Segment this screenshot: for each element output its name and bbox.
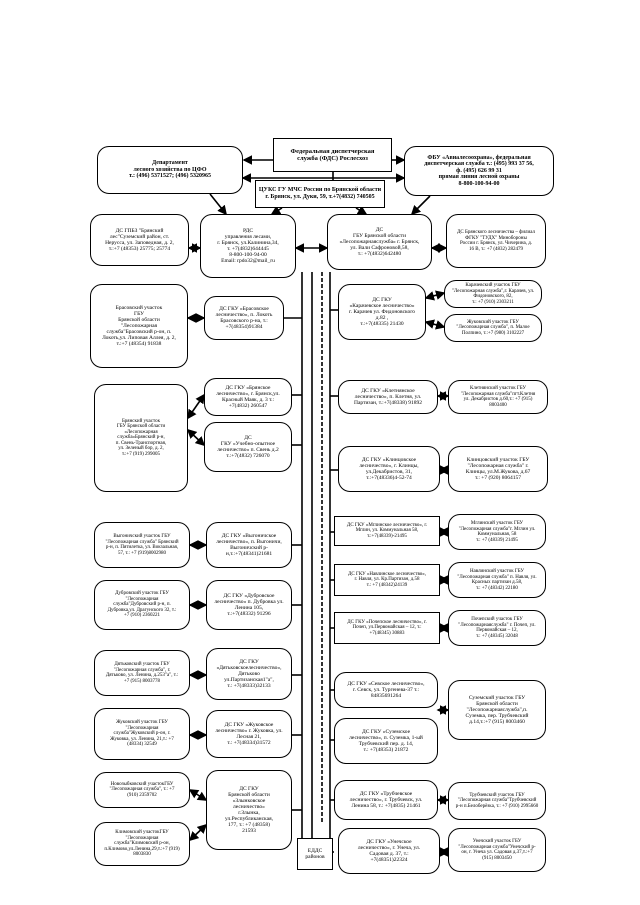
box-ds-suzemskoe: ДС ГКУ «Суземское лесничество», п. Сузем…: [334, 718, 438, 764]
box-ds-gbu-lpp: ДС ГБУ Брянской области «Лесопожарнаяслу…: [327, 214, 432, 270]
box-u-mglinsky: Мглинский участок ГБУ "Лесопожарная служ…: [448, 514, 546, 550]
box-ds-bryanskoe: ДС ГКУ «Брянское лесничество», г. Брянск…: [204, 378, 292, 416]
link-fbu-gbu: [410, 195, 431, 216]
box-ds-pochepskoe: ДС ГКУ «Почепское лесничество», г. Почеп…: [334, 612, 440, 644]
box-ds-brasovskoe: ДС ГКУ «Брасовское лесничество», п. Локо…: [204, 296, 284, 340]
box-u-klintsovsky: Клинцовский участок ГБУ "Лесопожарная сл…: [448, 446, 548, 492]
box-ds-zhukovskoe: ДС ГКУ «Жуковское лесничество» г. Жуковк…: [206, 710, 292, 758]
box-u-novozybkovsky: Новозыбковский участокГБУ "Лесопожарная …: [94, 772, 190, 808]
box-ds-navlinskoe: ДС ГКУ «Навлинское лесничество», г. Навл…: [334, 564, 440, 596]
box-ds-klintsovskoe: ДС ГКУ «Клинцовское лесничество», г. Кли…: [338, 446, 440, 492]
box-ds-dubrovskoe: ДС ГКУ «Дубровское лесничество» п. Дубро…: [206, 580, 292, 630]
box-ds-vygonichskoe: ДС ГКУ «Выгоничское лесничество», п. Выг…: [206, 522, 292, 568]
box-fbu: ФБУ «Авиалесоохрана», федеральная диспет…: [404, 146, 554, 196]
box-u-unechsky: Унечский участок ГБУ "Лесопожарная служб…: [448, 828, 546, 872]
box-rds: РДС управления лесами, г. Брянск, ул.Кал…: [200, 214, 296, 278]
box-ds-zlynkovskoe: ДС ГКУ Брянской области «Злынковское лес…: [206, 770, 292, 850]
box-ds-mglinskoe: ДС ГКУ «Мглинское лесничество», г. Мглин…: [334, 516, 440, 546]
box-u-klimovsky: Климовский участокГБУ "Лесопожарная служ…: [94, 822, 190, 866]
box-ds-uchebno: ДС ГКУ «Учебно-опытное лесничество» п. С…: [204, 422, 292, 472]
box-u-dyatkovsky: Дятьковский участок ГБУ "Лесопожарная сл…: [94, 650, 190, 696]
box-ds-trubchevskoe: ДС ГКУ «Трубчевское лесничество», г. Тру…: [334, 780, 438, 820]
box-u-zhukovsky: Жуковский участок ГБУ "Лесопожарная служ…: [94, 708, 190, 760]
box-cuks: ЦУКС ГУ МЧС России по Брянской области г…: [255, 180, 385, 208]
box-ds-kletnyanskoe: ДС ГКУ «Клетнянское лесничество», п. Кле…: [338, 380, 438, 414]
box-ds-karachevskoe: ДС ГКУ «Карачевское лесничество» г. Кара…: [338, 284, 426, 340]
box-u-bryansky: Брянский участок ГБУ Брянской области «Л…: [94, 384, 188, 492]
box-fds: Федеральная диспетчерская служба (ФДС) Р…: [273, 138, 392, 172]
box-ds-filial: ДС Брянского лесничества – филиал ФГКУ "…: [446, 214, 546, 268]
box-u-zhukovsky-top: Жуковский участок ГБУ "Лесопожарная служ…: [444, 314, 542, 342]
box-ds-dyatkovskoe: ДС ГКУ «Дятьковскоелесничество», Дятьков…: [206, 648, 292, 700]
box-u-kletnyansky: Клетнянский участок ГБУ "Лесопожарная сл…: [448, 380, 548, 414]
link-dept-rds: [209, 193, 227, 216]
box-u-dubrovsky: Дубровский участок ГБУ "Лесопожарная слу…: [94, 580, 190, 630]
box-edds: ЕДДС районов: [297, 838, 333, 870]
box-u-trubchevsky: Трубчевский участок ГБУ "Лесопожарная сл…: [448, 782, 546, 820]
box-ds-sevskoe: ДС ГКУ «Севское лесничество», г. Севск, …: [334, 672, 438, 708]
box-u-karachevsky: Карачевский участок ГБУ "Лесопожарная сл…: [444, 280, 542, 308]
box-ds-unechskoe: ДС ГКУ «Унечское лесничество», г. Унеча,…: [338, 828, 440, 874]
box-u-pochepsky: Почепский участок ГБУ "Лесопожарнаяслужб…: [448, 610, 546, 646]
box-u-brasovsky: Брасовский участок ГБУ Брянской области …: [90, 284, 188, 368]
box-u-suzemsky: Суземский участок ГБУ Брянской области "…: [448, 680, 546, 740]
box-u-navlinsky: Навлинский участок ГБУ "Лесопожарная слу…: [448, 562, 546, 598]
box-dept: Департамент лесного хозяйства по ЦФО т.:…: [97, 146, 243, 194]
box-ds-gpbz: ДС ГПБЗ "Брянский лес"Суземский район, с…: [90, 214, 189, 266]
box-u-vygonichsky: Выгоничский участок ГБУ "Лесопожарная сл…: [94, 522, 190, 568]
